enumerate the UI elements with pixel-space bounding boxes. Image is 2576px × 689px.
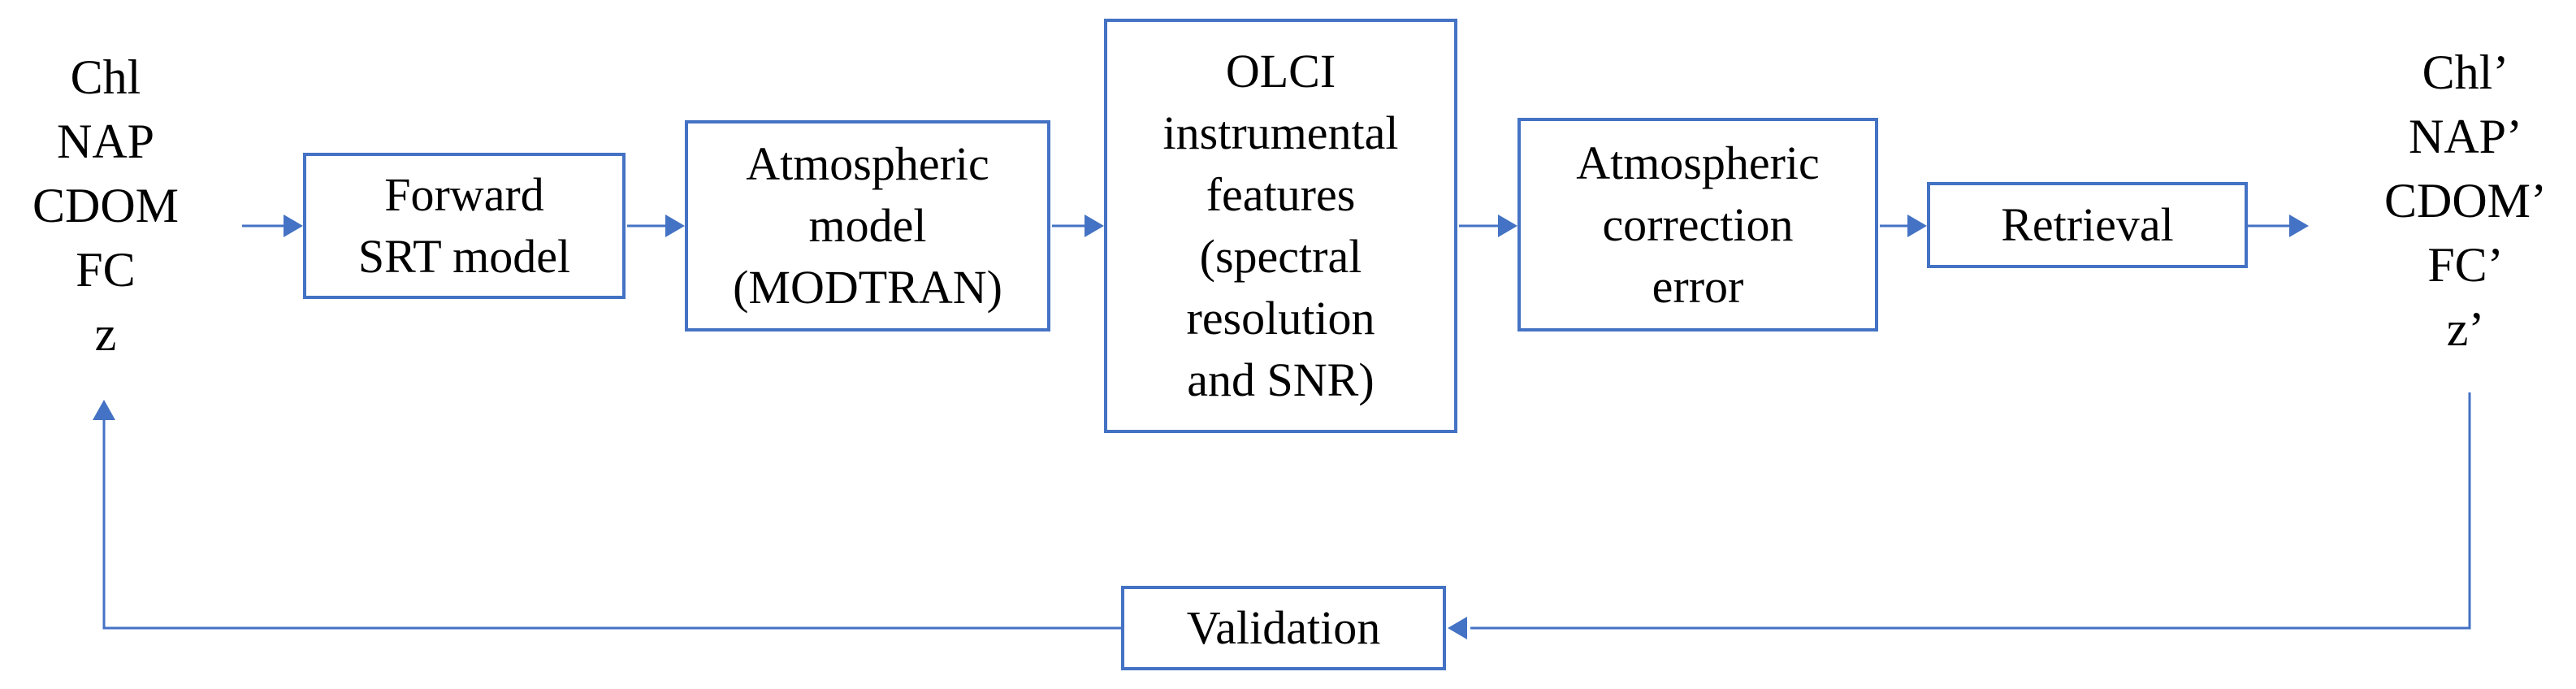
box-olci-instrumental-features: OLCI instrumental features (spectral res…	[1104, 19, 1457, 433]
arrow-inputs-to-forward-head	[284, 214, 303, 237]
box-retrieval: Retrieval	[1927, 182, 2248, 268]
input-parameter-nap: NAP	[56, 115, 155, 168]
input-parameter-chl: Chl	[70, 50, 141, 104]
feedback-validation-to-inputs-line	[102, 418, 1121, 630]
arrow-retrieval-to-outputs-head	[2289, 214, 2309, 237]
box-atmospheric-correction-error: Atmospheric correction error	[1517, 118, 1878, 332]
output-parameter-nap: NAP’	[2408, 110, 2522, 163]
box-validation-label: Validation	[1186, 601, 1381, 654]
input-parameters-stack: Chl NAP CDOM FC z	[0, 46, 211, 366]
output-parameters-stack: Chl’ NAP’ CDOM’ FC’ z’	[2344, 41, 2576, 362]
box-atmospheric-correction-error-label: Atmospheric correction error	[1576, 136, 1820, 313]
box-atmospheric-model: Atmospheric model (MODTRAN)	[685, 120, 1050, 332]
output-parameter-fc: FC’	[2427, 238, 2504, 292]
input-parameter-cdom: CDOM	[32, 179, 180, 232]
box-retrieval-label: Retrieval	[2001, 198, 2174, 251]
feedback-into-inputs-head	[93, 400, 115, 420]
input-parameter-fc: FC	[76, 243, 136, 297]
arrow-olci-to-correction-head	[1498, 214, 1517, 237]
output-parameter-chl: Chl’	[2422, 46, 2509, 99]
output-parameter-z: z’	[2446, 302, 2485, 356]
feedback-into-validation-head	[1448, 617, 1467, 639]
arrow-forward-to-atmo-model-head	[665, 214, 685, 237]
arrow-correction-to-retrieval-head	[1907, 214, 1927, 237]
box-atmospheric-model-label: Atmospheric model (MODTRAN)	[733, 137, 1002, 314]
box-forward-srt-model: Forward SRT model	[303, 153, 626, 299]
arrow-atmo-model-to-olci-head	[1085, 214, 1104, 237]
box-validation: Validation	[1121, 586, 1446, 670]
feedback-outputs-to-validation-line	[1470, 392, 2471, 630]
box-forward-srt-model-label: Forward SRT model	[357, 168, 571, 283]
output-parameter-cdom: CDOM’	[2383, 174, 2547, 228]
box-olci-instrumental-features-label: OLCI instrumental features (spectral res…	[1162, 45, 1399, 406]
input-parameter-z: z	[94, 307, 117, 361]
